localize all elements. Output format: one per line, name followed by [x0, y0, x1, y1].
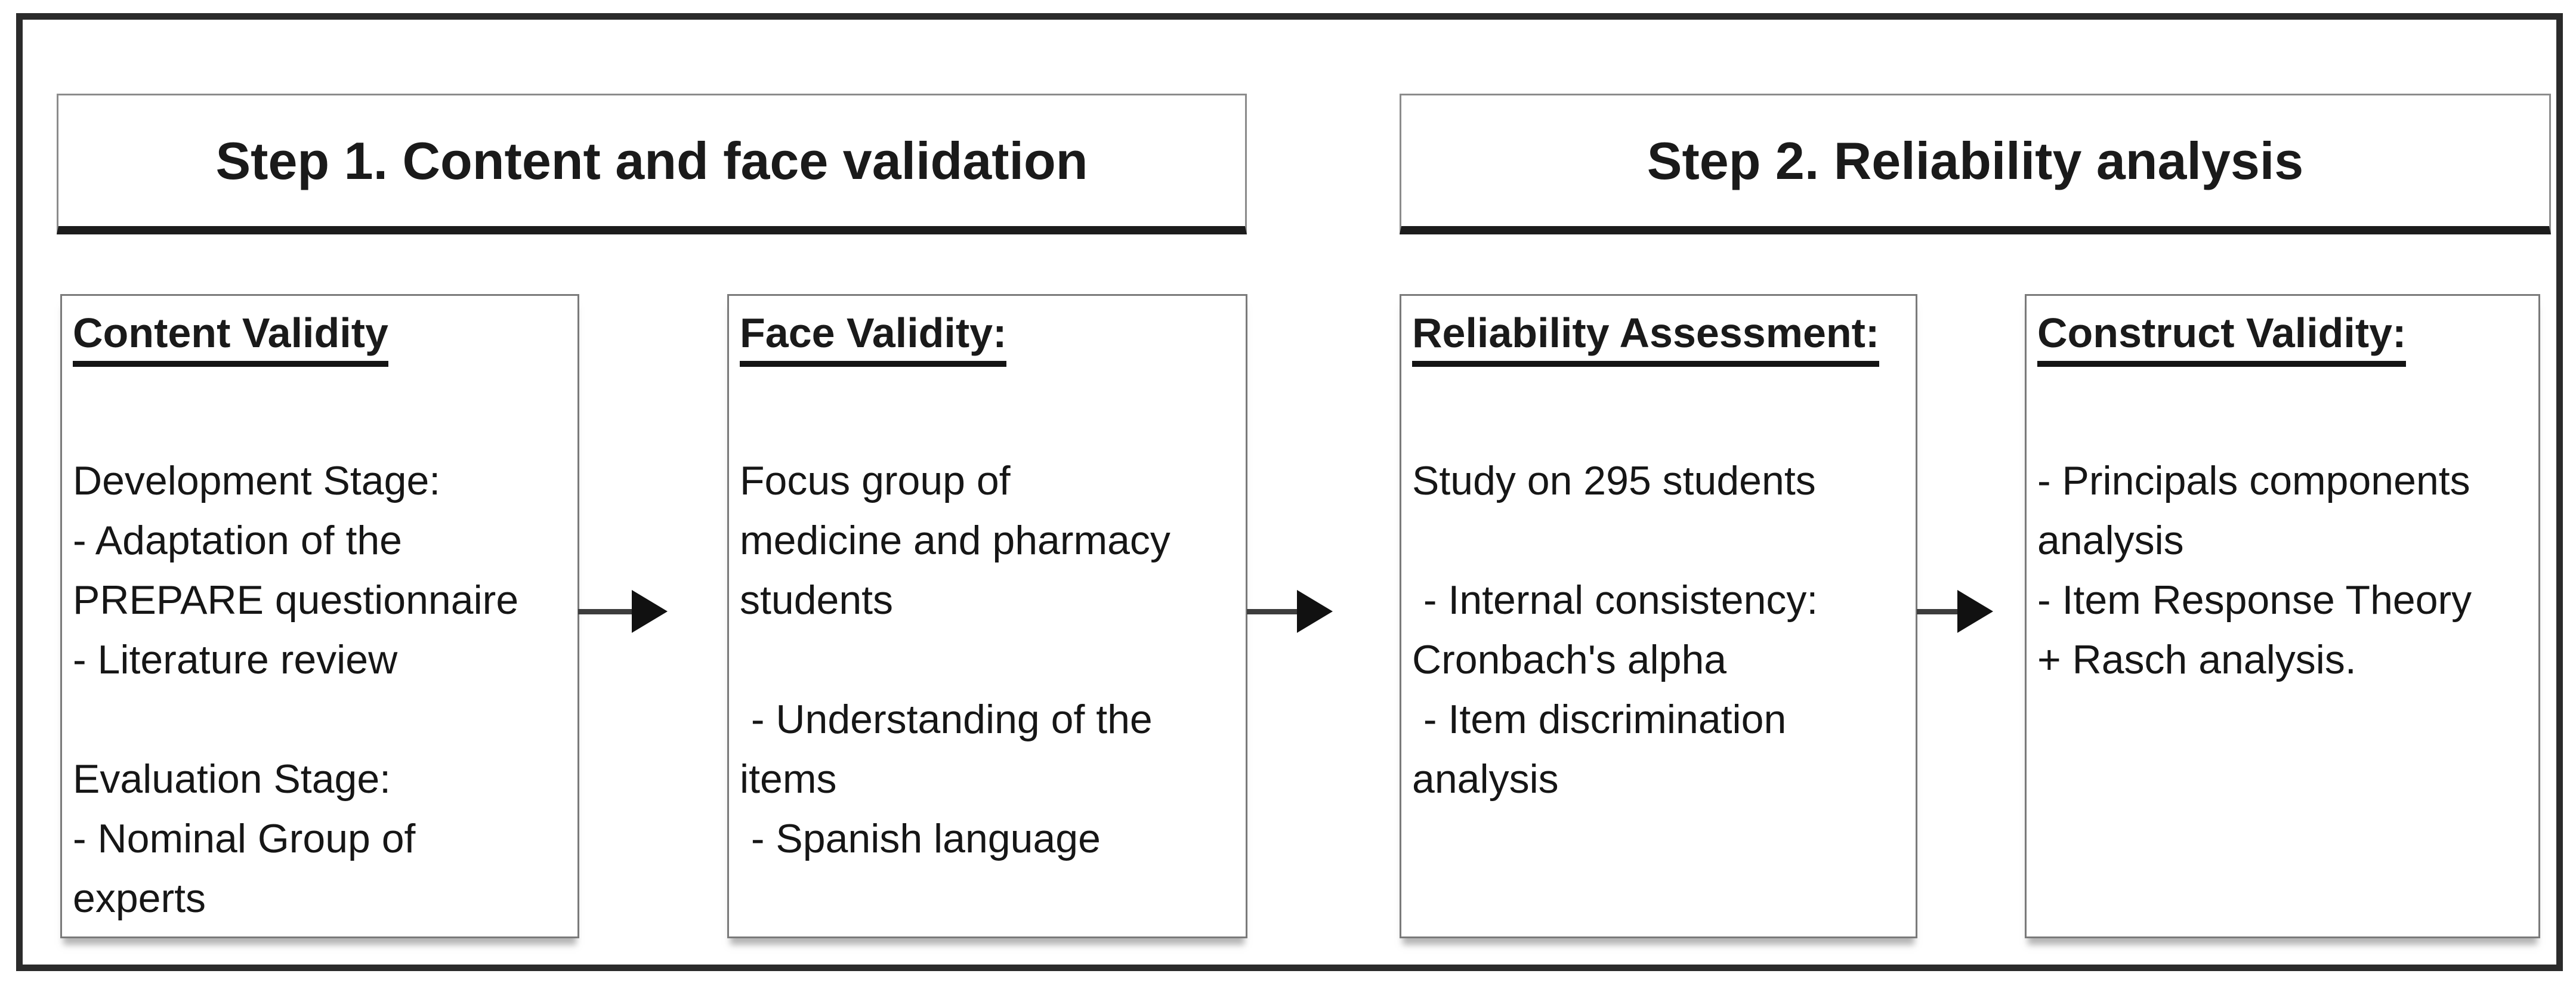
construct-validity-body: - Principals components analysis - Item … [2037, 458, 2472, 682]
step2-title: Step 2. Reliability analysis [1647, 131, 2304, 190]
reliability-assessment-box: Reliability Assessment: Study on 295 stu… [1400, 294, 1917, 938]
content-validity-box: Content Validity Development Stage: - Ad… [60, 294, 579, 938]
construct-validity-box: Construct Validity: - Principals compone… [2025, 294, 2540, 938]
content-validity-heading: Content Validity [73, 304, 568, 367]
step1-title: Step 1. Content and face validation [215, 131, 1088, 190]
construct-validity-heading: Construct Validity: [2037, 304, 2529, 367]
reliability-assessment-body: Study on 295 students - Internal consist… [1412, 458, 1818, 802]
arrow-right-icon [1247, 609, 1298, 614]
arrow-right-icon [1917, 609, 1959, 614]
step1-header-box: Step 1. Content and face validation [57, 94, 1247, 234]
arrow-right-icon [1297, 590, 1333, 633]
face-validity-heading: Face Validity: [740, 304, 1236, 367]
step2-header-box: Step 2. Reliability analysis [1400, 94, 2551, 234]
arrow-right-icon [632, 590, 668, 633]
content-validity-body: Development Stage: - Adaptation of the P… [73, 458, 519, 921]
reliability-assessment-heading: Reliability Assessment: [1412, 304, 1906, 367]
face-validity-box: Face Validity: Focus group of medicine a… [727, 294, 1247, 938]
diagram-outer-frame: Step 1. Content and face validation Step… [16, 13, 2563, 971]
arrow-right-icon [1957, 590, 1993, 633]
arrow-right-icon [578, 609, 633, 614]
face-validity-body: Focus group of medicine and pharmacy stu… [740, 458, 1170, 861]
